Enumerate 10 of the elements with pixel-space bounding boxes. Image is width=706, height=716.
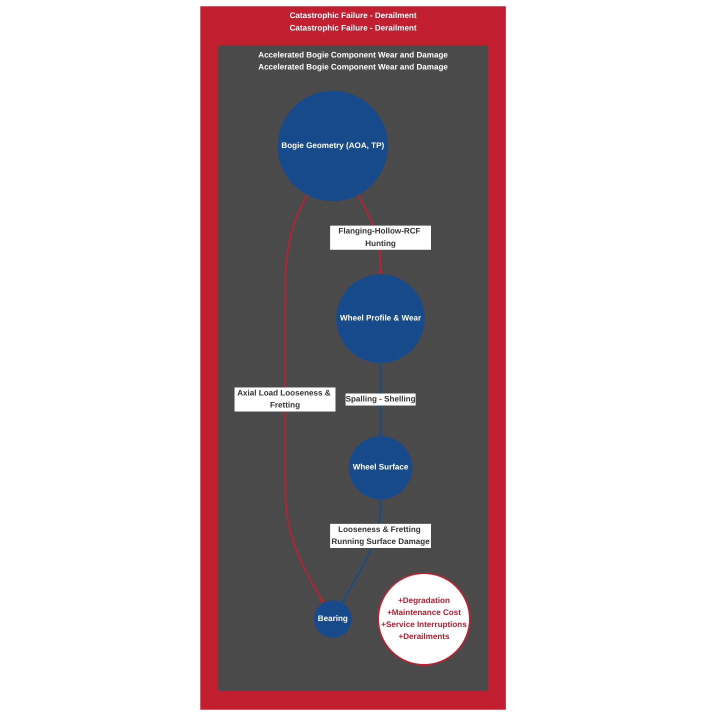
node-circle: Wheel Profile & Wear — [336, 274, 425, 363]
node-circle: Bearing — [314, 600, 352, 638]
arrow — [284, 194, 324, 604]
node-circle: Bogie Geometry (AOA, TP) — [278, 90, 388, 202]
node-circle: Wheel Surface — [348, 436, 412, 500]
node-circle: +Degradation +Maintenance Cost +Service Interruptions +Derailments — [377, 572, 470, 666]
edge-label: Spalling - Shelling — [346, 394, 416, 404]
edge-label: Flanging-Hollow-RCF Hunting — [338, 227, 420, 248]
edge-label: Axial Load Looseness & Fretting — [237, 388, 330, 410]
edge-label: Looseness & Fretting Running Surface Damage — [331, 525, 430, 546]
